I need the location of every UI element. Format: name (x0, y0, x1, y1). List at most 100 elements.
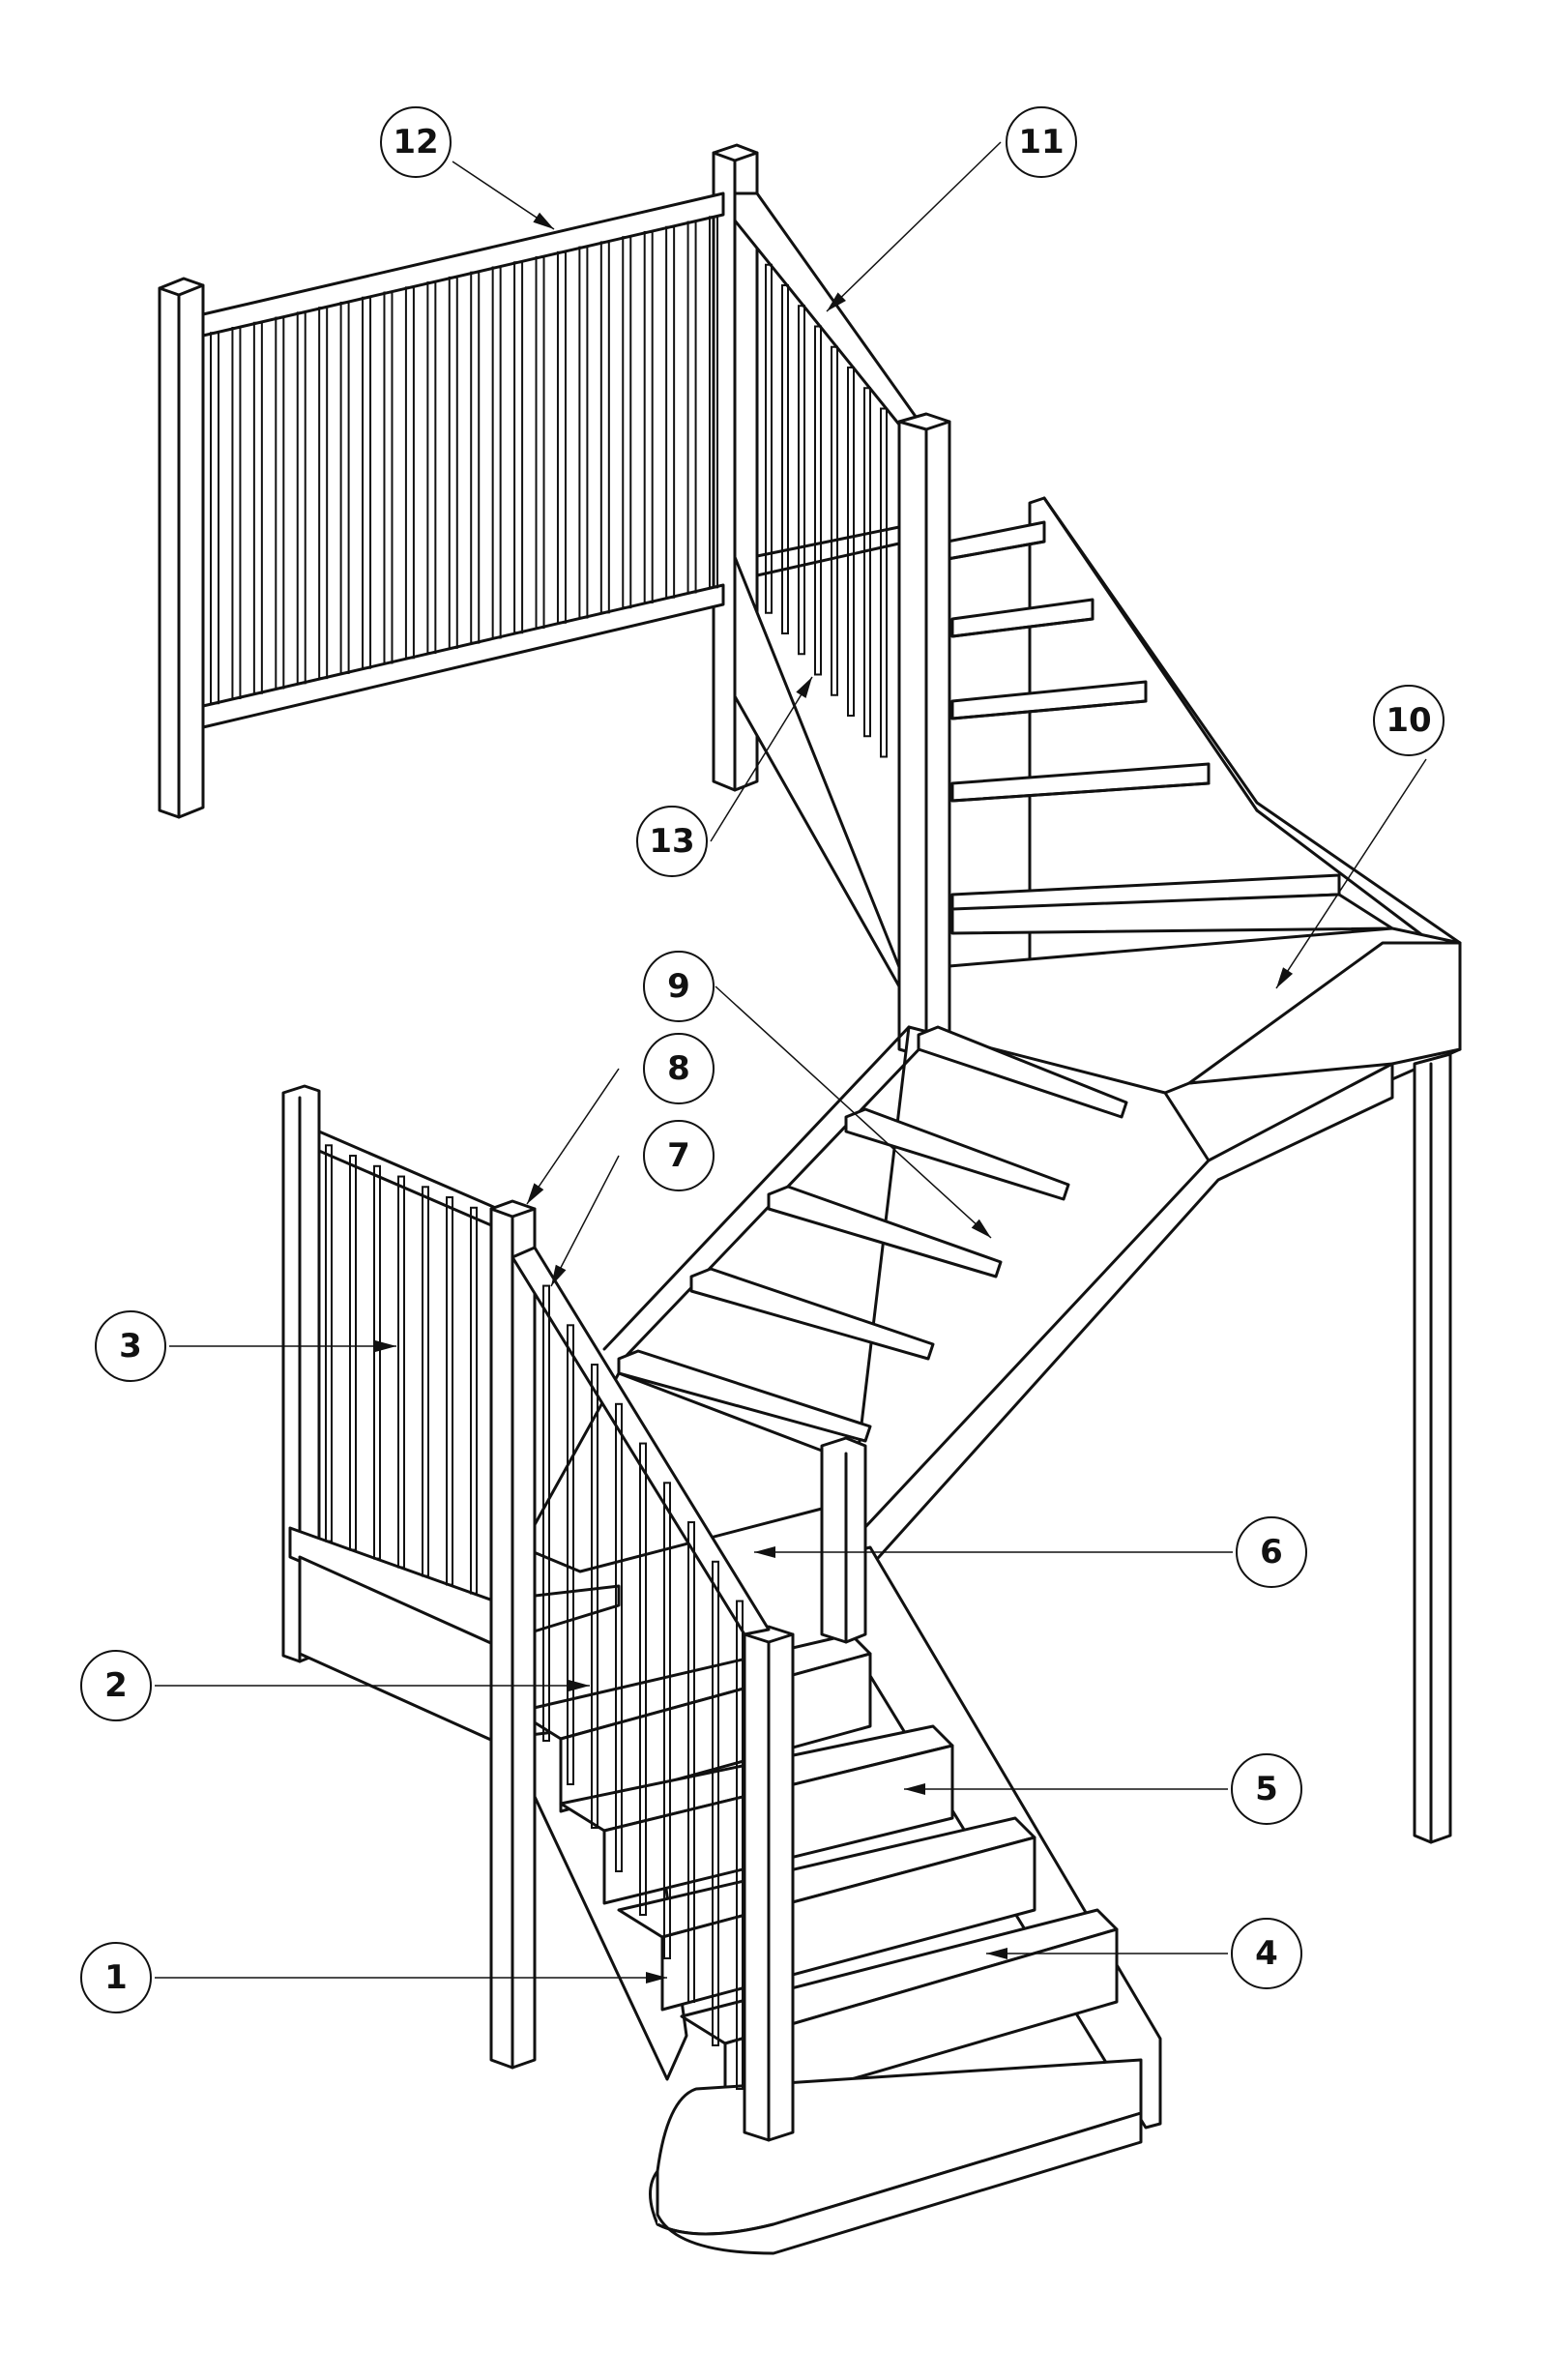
gallery-balustrade (158, 143, 759, 819)
callout-circle (636, 806, 708, 877)
upper-spindles (765, 263, 888, 758)
arrow-head-icon (551, 1264, 567, 1286)
gallery-spindle (404, 286, 415, 660)
landing-spindle (325, 1144, 333, 1543)
gallery-spindle (686, 220, 697, 594)
callout-13: 13 (636, 676, 813, 877)
arrow-head-icon (527, 1183, 544, 1204)
gallery-spindle (665, 225, 676, 599)
gallery-spindle (578, 246, 589, 619)
leader-line (550, 1155, 620, 1287)
gallery-spindle (339, 301, 350, 674)
leader-line (710, 676, 813, 842)
gallery-spindle (556, 250, 567, 624)
lower-spindle (591, 1364, 598, 1830)
upper-spindle (765, 263, 773, 614)
callout-7: 7 (550, 1120, 715, 1287)
arrow-head-icon (375, 1340, 396, 1352)
middle-tread (917, 1025, 1128, 1119)
arrow-head-icon (754, 1546, 775, 1558)
landing-spindle (470, 1206, 478, 1595)
callout-number: 8 (667, 1049, 690, 1088)
callout-number: 1 (104, 1958, 128, 1997)
callout-2: 2 (80, 1650, 590, 1721)
middle-tread (617, 1349, 872, 1443)
lower-spindle (663, 1482, 671, 1960)
gallery-spindle (296, 311, 306, 685)
callout-number: 5 (1255, 1770, 1278, 1808)
lower-balustrade (489, 1199, 771, 2091)
gallery-spindle (210, 332, 219, 705)
arrow-head-icon (986, 1948, 1007, 1959)
landing-spindle (349, 1155, 357, 1551)
arrow-head-icon (904, 1783, 925, 1795)
callout-number: 10 (1386, 701, 1431, 740)
gallery-spindle (491, 266, 502, 639)
gallery-spindle (622, 236, 632, 609)
lower-spindles (542, 1284, 744, 2091)
upper-spindle (781, 284, 789, 634)
upper-spindle (847, 367, 855, 717)
landing-spindle (446, 1196, 453, 1586)
leader-line (715, 985, 992, 1239)
arrow-head-icon (796, 677, 812, 698)
callout-10: 10 (1275, 685, 1445, 989)
arrow-head-icon (1276, 967, 1294, 988)
gallery-spindles (210, 216, 718, 705)
callout-number: 3 (119, 1327, 142, 1366)
callout-circle (95, 1310, 166, 1382)
callout-circle (1236, 1516, 1307, 1588)
gallery-spindle (426, 281, 437, 655)
landing-spindle (397, 1175, 405, 1569)
lower-spindle (736, 1600, 744, 2091)
callout-1: 1 (80, 1942, 667, 2013)
callout-circle (80, 1942, 152, 2013)
landing-spindles (325, 1144, 478, 1595)
callout-number: 13 (649, 822, 694, 861)
gallery-left-newel (158, 277, 205, 819)
callout-number: 12 (393, 123, 438, 162)
callout-circle (643, 951, 715, 1022)
callout-9: 9 (643, 951, 992, 1239)
closed-string-panel (733, 555, 901, 988)
callout-circle (643, 1033, 715, 1104)
callout-11: 11 (826, 106, 1077, 312)
lower-spindle (639, 1442, 647, 1917)
upper-spindle (880, 407, 888, 758)
callout-number: 2 (104, 1666, 128, 1705)
upper-spindle (814, 325, 822, 676)
callout-number: 9 (667, 967, 690, 1006)
lower-steps (515, 1632, 1119, 2118)
callout-circle (1373, 685, 1445, 756)
gallery-base-rail (201, 583, 725, 729)
middle-tread (844, 1107, 1070, 1201)
callout-circle (643, 1120, 715, 1191)
gallery-spindle (535, 256, 545, 630)
lower-spindle (712, 1560, 719, 2047)
callout-8: 8 (526, 1033, 715, 1205)
arrow-head-icon (569, 1680, 590, 1691)
callout-number: 4 (1255, 1934, 1278, 1973)
gallery-spindle (643, 230, 654, 603)
lower-spindle (542, 1284, 550, 1743)
gallery-spindle (470, 271, 481, 644)
upper-spindle (863, 387, 871, 738)
leader-line (1275, 758, 1427, 989)
upper-spindle (831, 345, 838, 696)
leader-line (826, 141, 1002, 312)
landing-newel (820, 1436, 867, 1644)
landing-spindle (422, 1186, 429, 1577)
callout-12: 12 (380, 106, 555, 230)
gallery-spindle (362, 296, 372, 669)
bullnose-riser (656, 2111, 1143, 2255)
lower-spindle (687, 1521, 695, 2004)
callout-number: 6 (1260, 1533, 1283, 1572)
middle-outer-string (849, 1025, 1211, 1544)
callout-circle (1231, 1753, 1302, 1825)
gallery-spindle (318, 307, 329, 680)
raking-handrail-lower (511, 1246, 771, 1636)
arrow-head-icon (646, 1972, 667, 1983)
callout-5: 5 (904, 1753, 1302, 1825)
upper-balustrade (733, 191, 951, 1059)
gallery-spindle (599, 241, 610, 614)
